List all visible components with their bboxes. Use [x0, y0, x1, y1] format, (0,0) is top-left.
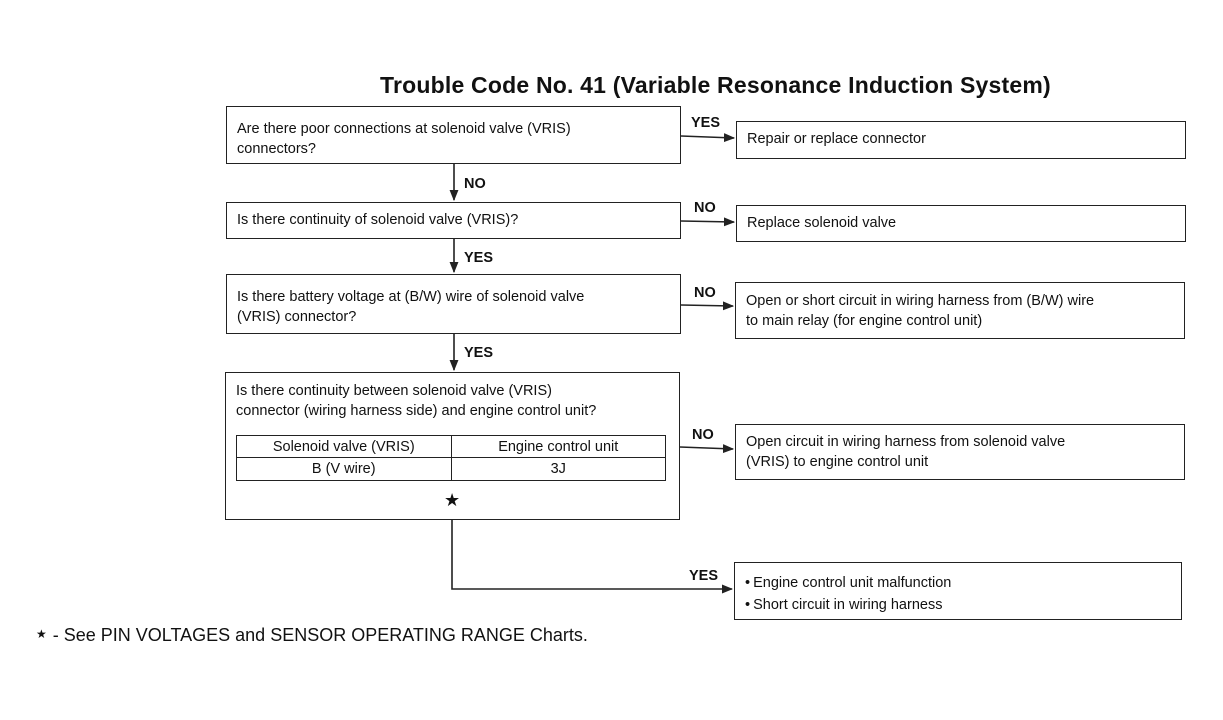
table-header-row: Solenoid valve (VRIS) Engine control uni… [236, 435, 666, 458]
action-box-5: •Engine control unit malfunction •Short … [734, 562, 1182, 620]
action-box-3: Open or short circuit in wiring harness … [735, 282, 1185, 339]
question-4-line-1: Is there continuity between solenoid val… [236, 383, 552, 399]
action-4-line-1: Open circuit in wiring harness from sole… [746, 434, 1066, 450]
arrow-q4-yes [451, 520, 734, 594]
question-box-3: Is there battery voltage at (B/W) wire o… [226, 274, 681, 334]
continuity-table: Solenoid valve (VRIS) Engine control uni… [236, 435, 666, 481]
label-q4-yes: YES [689, 568, 719, 584]
action-5-bullet-1-text: Engine control unit malfunction [753, 575, 952, 591]
action-2-line-1: Replace solenoid valve [747, 215, 897, 231]
question-1-line-1: Are there poor connections at solenoid v… [237, 121, 571, 137]
star-marker: ★ [444, 490, 461, 510]
arrow-q4-no [679, 444, 735, 454]
action-1-line-1: Repair or replace connector [747, 131, 926, 147]
question-4-line-2: connector (wiring harness side) and engi… [236, 403, 597, 419]
arrow-q3-no [680, 301, 735, 311]
action-4-line-2: (VRIS) to engine control unit [746, 454, 929, 470]
label-q2-no: NO [694, 200, 716, 216]
action-box-4: Open circuit in wiring harness from sole… [735, 424, 1185, 480]
action-3-line-1: Open or short circuit in wiring harness … [746, 293, 1095, 309]
action-box-1: Repair or replace connector [736, 121, 1186, 159]
action-3-line-2: to main relay (for engine control unit) [746, 313, 983, 329]
question-box-2: Is there continuity of solenoid valve (V… [226, 202, 681, 239]
arrow-q1-yes [680, 133, 736, 143]
bullet-dot: • [745, 575, 751, 591]
label-q3-no: NO [694, 285, 716, 301]
table-cell: 3J [450, 457, 666, 481]
table-header-cell: Engine control unit [450, 435, 666, 458]
label-q3-yes: YES [464, 345, 494, 361]
question-1-line-2: connectors? [237, 141, 316, 157]
label-q1-no: NO [464, 176, 486, 192]
arrow-q2-no [680, 217, 736, 227]
table-row: B (V wire) 3J [236, 457, 666, 481]
action-box-2: Replace solenoid valve [736, 205, 1186, 242]
action-5-bullet-2: •Short circuit in wiring harness [745, 594, 1171, 616]
question-box-1: Are there poor connections at solenoid v… [226, 106, 681, 164]
question-2-line-1: Is there continuity of solenoid valve (V… [237, 212, 519, 228]
bullet-dot: • [745, 597, 751, 613]
table-cell: B (V wire) [236, 457, 452, 481]
action-5-bullet-2-text: Short circuit in wiring harness [753, 597, 943, 613]
footnote-text: - See PIN VOLTAGES and SENSOR OPERATING … [52, 625, 588, 645]
table-header-cell: Solenoid valve (VRIS) [236, 435, 452, 458]
action-5-bullet-1: •Engine control unit malfunction [745, 572, 1171, 594]
diagram-title: Trouble Code No. 41 (Variable Resonance … [380, 72, 1051, 98]
question-3-line-2: (VRIS) connector? [237, 309, 357, 325]
footnote-star: ★ [36, 627, 47, 641]
label-q2-yes: YES [464, 250, 494, 266]
question-box-4: Is there continuity between solenoid val… [225, 372, 680, 520]
question-3-line-1: Is there battery voltage at (B/W) wire o… [237, 289, 585, 305]
footnote: ★ - See PIN VOLTAGES and SENSOR OPERATING… [36, 625, 588, 646]
label-q1-yes: YES [691, 115, 721, 131]
label-q4-no: NO [692, 427, 714, 443]
